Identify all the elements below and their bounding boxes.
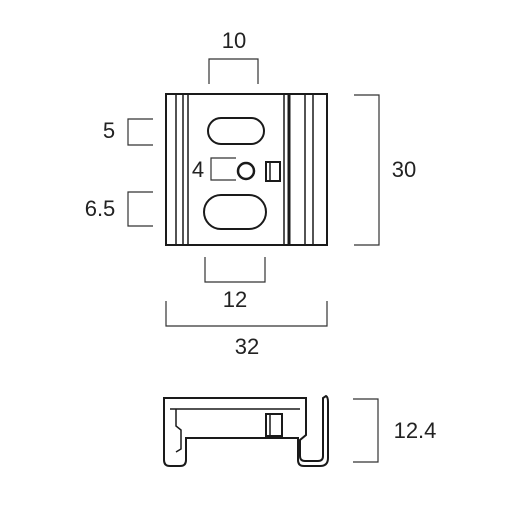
dimension-upper-slot-bracket xyxy=(127,118,153,146)
dimension-profile-height-label: 12.4 xyxy=(394,418,437,443)
dimension-lower-slot-label: 6.5 xyxy=(85,196,116,221)
front-view xyxy=(165,93,328,246)
dimension-hole: 4 xyxy=(192,157,236,182)
lower-slot xyxy=(203,194,267,230)
profile-outline xyxy=(163,394,329,467)
dimension-top: 10 xyxy=(208,28,259,84)
dimension-height-label: 30 xyxy=(392,157,416,182)
dimension-upper-slot-label: 5 xyxy=(103,118,115,143)
profile-left-foot xyxy=(175,409,182,453)
dimension-width-label: 32 xyxy=(235,334,259,359)
dimension-hole-label: 4 xyxy=(192,157,204,182)
dimension-upper-slot: 5 xyxy=(103,118,153,146)
dimension-width: 32 xyxy=(165,301,328,359)
dimension-bottom-slot-label: 12 xyxy=(223,287,247,312)
dimension-lower-slot: 6.5 xyxy=(85,191,153,227)
dimension-height-bracket xyxy=(354,94,380,246)
dimension-width-bracket xyxy=(165,301,328,327)
dimension-bottom-slot-bracket xyxy=(204,257,266,283)
dimension-lower-slot-bracket xyxy=(127,191,153,227)
dimension-hole-bracket xyxy=(210,157,236,181)
upper-slot xyxy=(207,117,265,145)
dimension-top-bracket xyxy=(208,58,259,84)
locking-tab xyxy=(265,161,281,182)
side-profile-view xyxy=(163,394,329,467)
dimension-top-label: 10 xyxy=(222,28,246,53)
dimension-height: 30 xyxy=(354,94,416,246)
center-hole xyxy=(236,161,256,181)
dimension-profile-height-bracket xyxy=(353,398,379,463)
dimension-bottom-slot: 12 xyxy=(204,257,266,312)
profile-tab xyxy=(265,413,283,437)
dimension-profile-height: 12.4 xyxy=(353,398,437,463)
